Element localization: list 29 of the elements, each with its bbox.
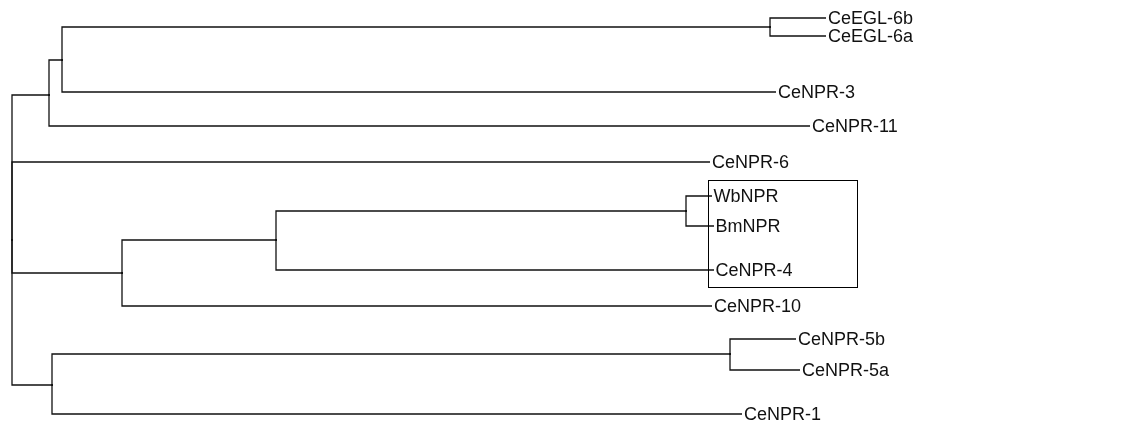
leaf-label: BmNPR xyxy=(713,214,781,237)
leaf-label: CeNPR-5a xyxy=(800,359,890,381)
tree-branch xyxy=(769,26,827,37)
tree-branch xyxy=(48,59,63,96)
leaf-label: CeNPR-1 xyxy=(742,403,822,425)
tree-branch xyxy=(685,210,715,227)
tree-branch xyxy=(51,384,743,415)
tree-branch xyxy=(51,353,731,386)
leaf-label: CeNPR-11 xyxy=(810,115,898,137)
tree-branch xyxy=(61,26,771,61)
leaf-label: CeNPR-4 xyxy=(713,258,793,281)
leaf-label: CeNPR-6 xyxy=(710,151,790,173)
leaf-label: CeNPR-5b xyxy=(796,328,886,350)
leaf-label: CeNPR-10 xyxy=(712,295,802,317)
tree-branch xyxy=(48,94,811,127)
tree-branch xyxy=(729,338,797,355)
leaf-label: CeNPR-3 xyxy=(776,81,856,103)
tree-branch xyxy=(769,17,827,28)
tree-branch xyxy=(275,210,687,241)
leaf-label: WbNPR xyxy=(711,184,779,207)
highlight-box xyxy=(708,180,858,288)
tree-branch xyxy=(61,59,777,93)
tree-branch xyxy=(685,195,713,212)
tree-branch xyxy=(275,239,715,271)
tree-branch xyxy=(729,353,801,371)
tree-branch xyxy=(121,239,277,274)
tree-branch xyxy=(11,161,711,241)
tree-branch xyxy=(11,239,53,386)
tree-branch xyxy=(121,272,713,307)
